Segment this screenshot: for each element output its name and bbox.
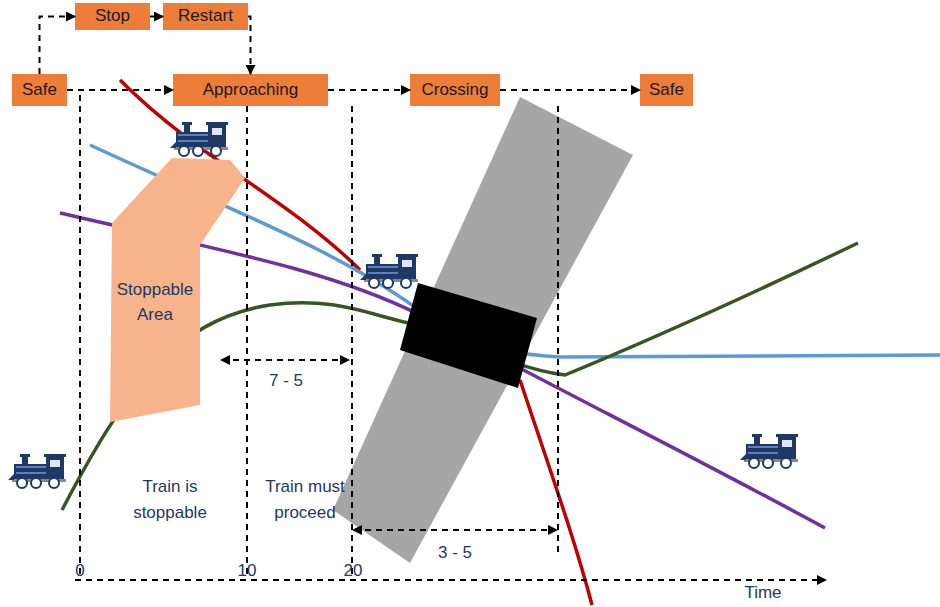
time-marker bbox=[246, 106, 248, 578]
interval-label: 3 - 5 bbox=[425, 540, 485, 566]
train-icon bbox=[170, 122, 228, 156]
interval-arrow bbox=[222, 359, 348, 361]
state-transition bbox=[150, 16, 163, 18]
state-box: Approaching bbox=[173, 74, 328, 106]
state-label: Crossing bbox=[421, 81, 488, 100]
area-label: Stoppable Area bbox=[108, 278, 202, 327]
state-transition bbox=[248, 17, 251, 75]
stoppable-area: Stoppable Area bbox=[108, 155, 248, 423]
time-marker bbox=[79, 95, 81, 578]
state-label: Safe bbox=[649, 81, 684, 100]
state-box: Stop bbox=[75, 3, 150, 30]
state-transition bbox=[328, 89, 410, 91]
purple-trajectory bbox=[60, 213, 825, 528]
crossing-zone bbox=[400, 283, 537, 388]
time-axis bbox=[75, 579, 825, 581]
train-icon bbox=[740, 434, 798, 468]
red-trajectory bbox=[120, 80, 360, 270]
state-box: Restart bbox=[163, 3, 248, 30]
state-transition bbox=[500, 89, 640, 91]
axis-title: Time bbox=[738, 580, 788, 606]
state-box: Crossing bbox=[410, 74, 500, 106]
train-icon bbox=[360, 254, 418, 288]
axis-tick: 20 bbox=[338, 558, 368, 584]
state-label: Safe bbox=[22, 81, 57, 100]
time-marker bbox=[351, 106, 353, 578]
state-label: Approaching bbox=[203, 81, 298, 100]
green-trajectory bbox=[62, 243, 858, 510]
state-label: Restart bbox=[178, 7, 233, 26]
state-box: Safe bbox=[640, 74, 693, 106]
blue-trajectory bbox=[90, 145, 940, 357]
region-label: Train is stoppable bbox=[105, 474, 235, 525]
interval-arrow bbox=[354, 529, 556, 531]
crossing-band bbox=[333, 97, 633, 563]
train-icon bbox=[8, 454, 66, 488]
red-trajectory bbox=[520, 380, 592, 605]
region-label: Train must proceed bbox=[245, 474, 365, 525]
time-marker bbox=[557, 106, 559, 555]
axis-tick: 0 bbox=[70, 558, 90, 584]
state-label: Stop bbox=[95, 7, 130, 26]
axis-tick: 10 bbox=[232, 558, 262, 584]
state-transition bbox=[67, 89, 173, 91]
interval-label: 7 - 5 bbox=[258, 368, 314, 394]
state-transition bbox=[40, 17, 76, 75]
area-outline bbox=[108, 155, 248, 423]
area-fill bbox=[110, 158, 245, 422]
state-box: Safe bbox=[12, 74, 67, 106]
